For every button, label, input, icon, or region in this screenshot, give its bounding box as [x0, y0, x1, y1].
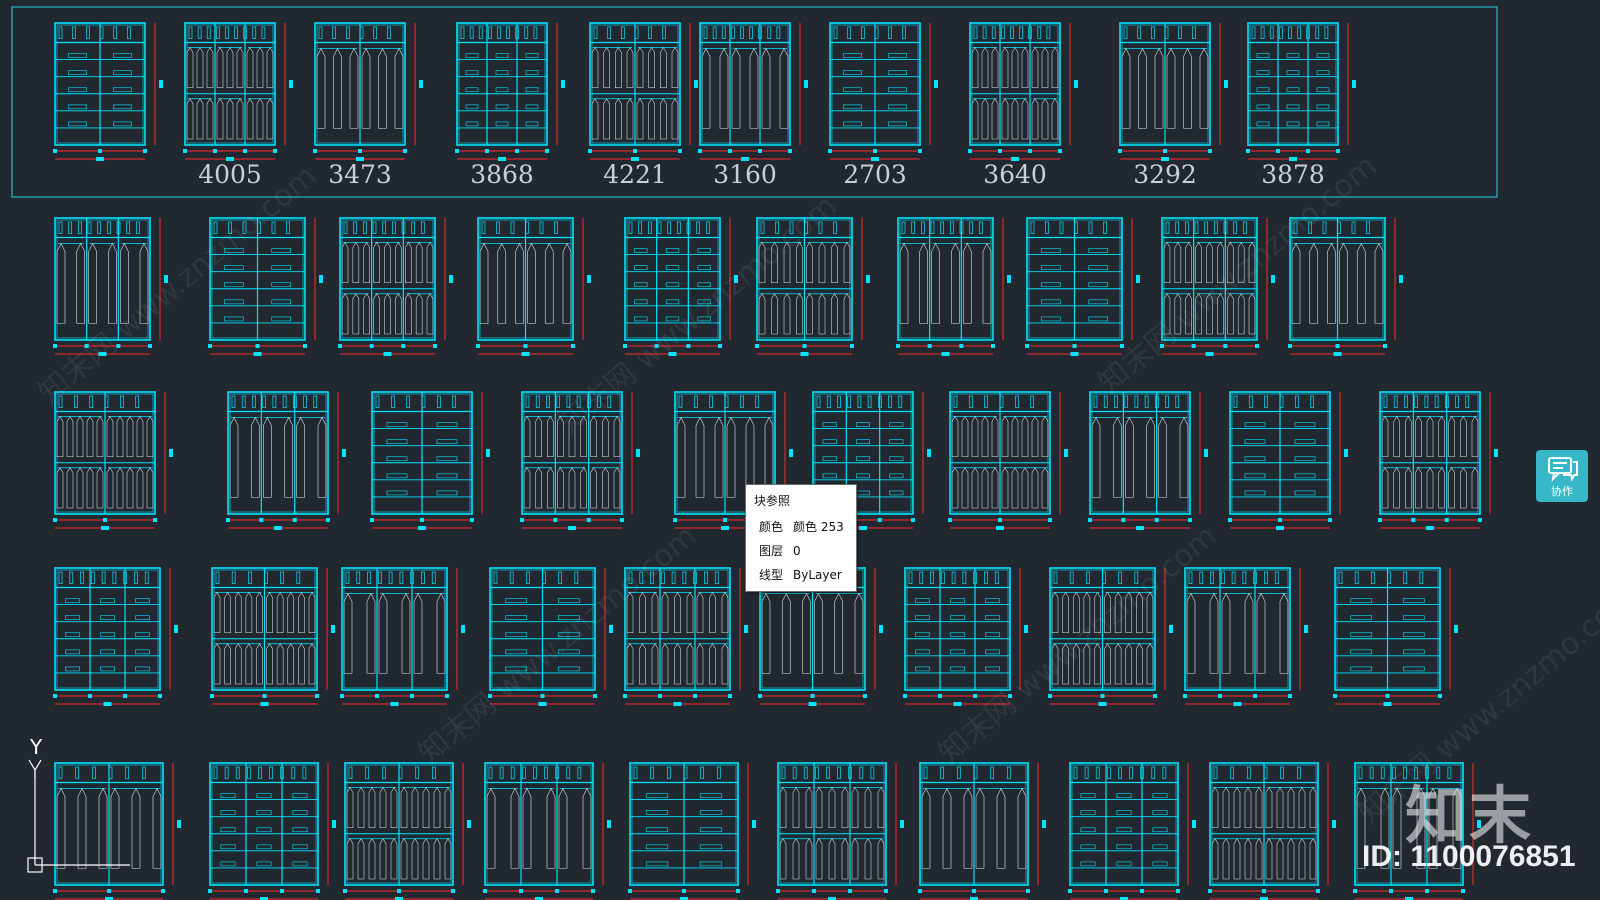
wardrobe-elevation[interactable] [1118, 22, 1228, 161]
wardrobe-width-label: 2703 [843, 160, 907, 189]
wardrobe-elevation[interactable] [628, 762, 756, 900]
wardrobe-elevation[interactable] [1208, 762, 1336, 900]
wardrobe-width-label: 3868 [470, 160, 534, 189]
wardrobe-elevation[interactable] [313, 22, 423, 161]
wardrobe-elevation[interactable] [948, 391, 1068, 530]
wardrobe-elevation[interactable] [623, 217, 738, 356]
wardrobe-blocks[interactable] [53, 22, 1498, 900]
wardrobe-elevation[interactable] [623, 567, 748, 706]
wardrobe-elevation[interactable] [1288, 217, 1403, 356]
tooltip-key: 图层 [759, 544, 784, 558]
wardrobe-elevation[interactable] [1025, 217, 1140, 356]
wardrobe-elevation[interactable] [338, 217, 453, 356]
collaboration-button[interactable]: 协作 [1536, 450, 1588, 502]
wardrobe-elevation[interactable] [208, 762, 336, 900]
wardrobe-elevation[interactable] [828, 22, 938, 161]
wardrobe-width-label: 3473 [328, 160, 392, 189]
wardrobe-elevation[interactable] [811, 391, 931, 530]
tooltip-title: 块参照 [754, 494, 791, 508]
wardrobe-elevation[interactable] [210, 567, 335, 706]
wardrobe-elevation[interactable] [53, 217, 168, 356]
tooltip-row-linetype: 线型 ByLayer [759, 566, 842, 583]
wardrobe-width-label: 3878 [1261, 160, 1325, 189]
watermark-id: ID: 1100076851 [1362, 840, 1576, 873]
tooltip-value: 颜色 253 [793, 520, 844, 534]
wardrobe-elevation[interactable] [896, 217, 1011, 356]
wardrobe-elevation[interactable] [483, 762, 611, 900]
tooltip-value: 0 [793, 544, 801, 558]
wardrobe-elevation[interactable] [488, 567, 613, 706]
wardrobe-elevation[interactable] [183, 22, 293, 161]
wardrobe-width-label: 4005 [198, 160, 262, 189]
wardrobe-elevation[interactable] [1378, 391, 1498, 530]
tooltip-key: 线型 [759, 568, 784, 582]
wardrobe-elevation[interactable] [918, 762, 1046, 900]
wardrobe-elevation[interactable] [370, 391, 490, 530]
wardrobe-elevation[interactable] [968, 22, 1078, 161]
wardrobe-elevation[interactable] [53, 567, 178, 706]
wardrobe-elevation[interactable] [226, 391, 346, 530]
chat-icon [1548, 457, 1578, 482]
tooltip-row-layer: 图层 0 [759, 542, 801, 559]
wardrobe-elevation[interactable] [476, 217, 591, 356]
wardrobe-elevation[interactable] [455, 22, 565, 161]
wardrobe-elevation[interactable] [1333, 567, 1458, 706]
wardrobe-elevation[interactable] [520, 391, 640, 530]
watermark-logo: 知末 [1405, 779, 1534, 852]
wardrobe-elevation[interactable] [1183, 567, 1308, 706]
wardrobe-elevation[interactable] [53, 762, 181, 900]
wardrobe-elevation[interactable] [1353, 762, 1481, 900]
wardrobe-elevation[interactable] [903, 567, 1028, 706]
wardrobe-elevation[interactable] [1088, 391, 1208, 530]
wardrobe-elevation[interactable] [1160, 217, 1275, 356]
selection-frame [11, 6, 1498, 198]
wardrobe-elevation[interactable] [776, 762, 904, 900]
wardrobe-elevation[interactable] [53, 22, 163, 161]
tooltip-row-color: 颜色颜色 253 [759, 518, 844, 535]
wardrobe-elevation[interactable] [208, 217, 323, 356]
tooltip-key: 颜色 [759, 520, 784, 534]
wardrobe-width-label: 3640 [983, 160, 1047, 189]
tooltip-value: ByLayer [793, 568, 842, 582]
wardrobe-elevation[interactable] [343, 762, 471, 900]
wardrobe-elevation[interactable] [1048, 567, 1173, 706]
ucs-y-label: Y [30, 735, 43, 759]
collaboration-label: 协作 [1551, 485, 1573, 498]
wardrobe-width-label: 3292 [1133, 160, 1197, 189]
wardrobe-elevation[interactable] [53, 391, 173, 530]
wardrobe-elevation[interactable] [588, 22, 698, 161]
wardrobe-width-label: 4221 [603, 160, 667, 189]
wardrobe-elevation[interactable] [698, 22, 808, 161]
wardrobe-elevation[interactable] [1246, 22, 1356, 161]
wardrobe-elevation[interactable] [1068, 762, 1196, 900]
ucs-icon [27, 759, 130, 873]
wardrobe-width-label: 3160 [713, 160, 777, 189]
wardrobe-elevation[interactable] [340, 567, 465, 706]
wardrobe-elevation[interactable] [1228, 391, 1348, 530]
block-reference-tooltip: 块参照 颜色颜色 253 图层 0 线型 ByLayer [745, 484, 857, 592]
wardrobe-elevation[interactable] [755, 217, 870, 356]
